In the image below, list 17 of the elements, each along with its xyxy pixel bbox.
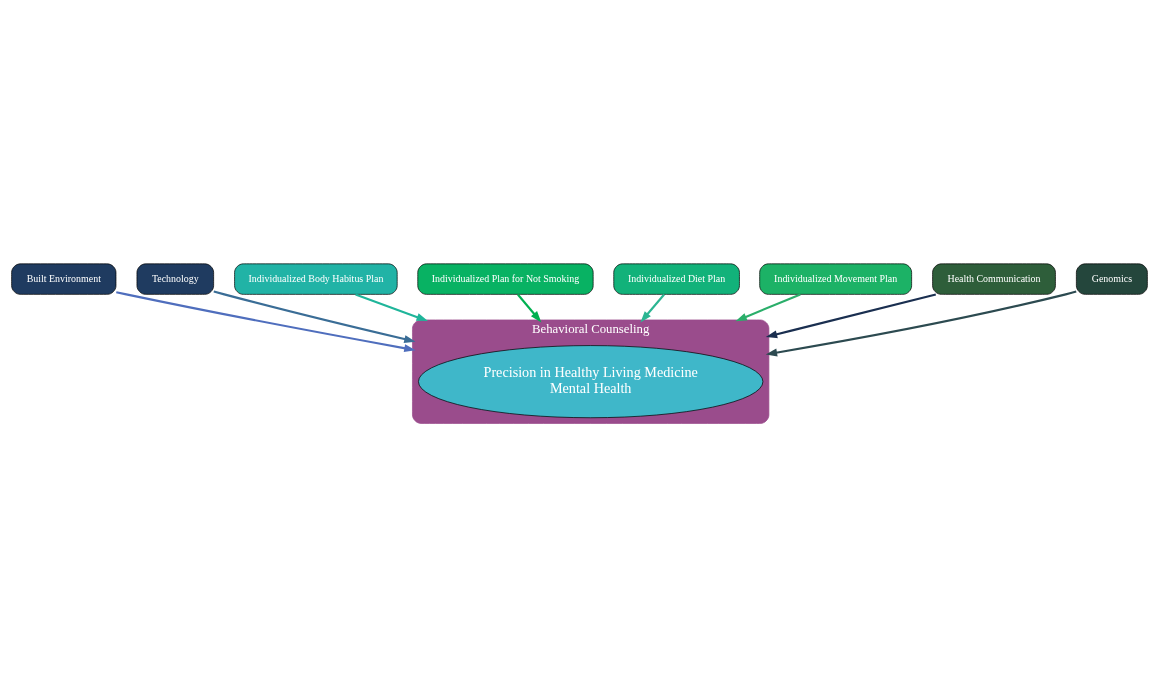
node-box: Individualized Body Habitus Plan	[234, 263, 398, 295]
node-box: Built Environment	[11, 263, 117, 295]
arrow	[213, 290, 416, 343]
arrow	[517, 293, 542, 323]
arrow	[355, 293, 428, 322]
node-box: Individualized Movement Plan	[759, 263, 912, 295]
node-box: Technology	[136, 263, 214, 295]
node-box: Individualized Diet Plan	[613, 263, 740, 295]
node-box: Genomics	[1076, 263, 1148, 295]
arrow	[735, 293, 801, 322]
arrow	[116, 291, 416, 353]
arrow	[765, 290, 1077, 357]
arrow	[765, 293, 937, 339]
node-box: Health Communication	[932, 263, 1056, 295]
arrow	[640, 293, 665, 323]
node-ellipse: Precision in Healthy Living Medicine Mental Health	[418, 345, 764, 419]
node-box: Individualized Plan for Not Smoking	[417, 263, 594, 295]
